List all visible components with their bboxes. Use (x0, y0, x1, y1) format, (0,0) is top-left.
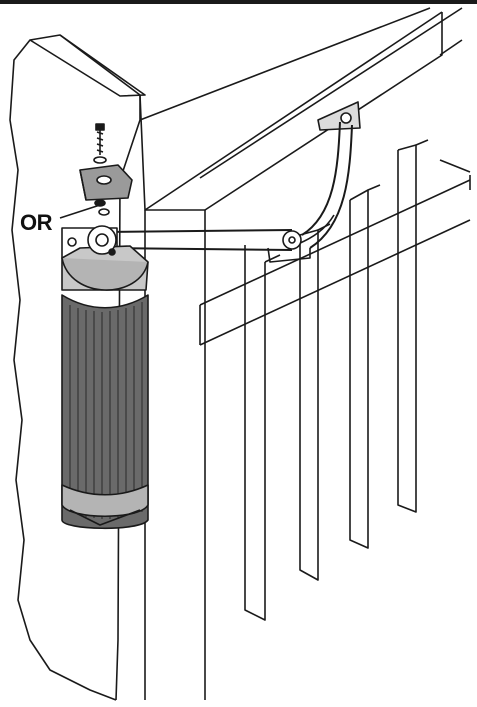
gate-opener-motor (61, 294, 149, 530)
bolt-icon (95, 123, 105, 155)
wall-pillar (9, 34, 146, 701)
washer-icon (59, 156, 110, 219)
gate-post (144, 209, 206, 700)
top-rule (0, 0, 477, 4)
gate-bracket (317, 101, 361, 131)
gate-rails (199, 159, 471, 346)
top-beam (139, 7, 463, 211)
motor-head (61, 225, 149, 291)
articulated-arm (99, 121, 353, 263)
or-callout-label: OR (20, 210, 53, 235)
